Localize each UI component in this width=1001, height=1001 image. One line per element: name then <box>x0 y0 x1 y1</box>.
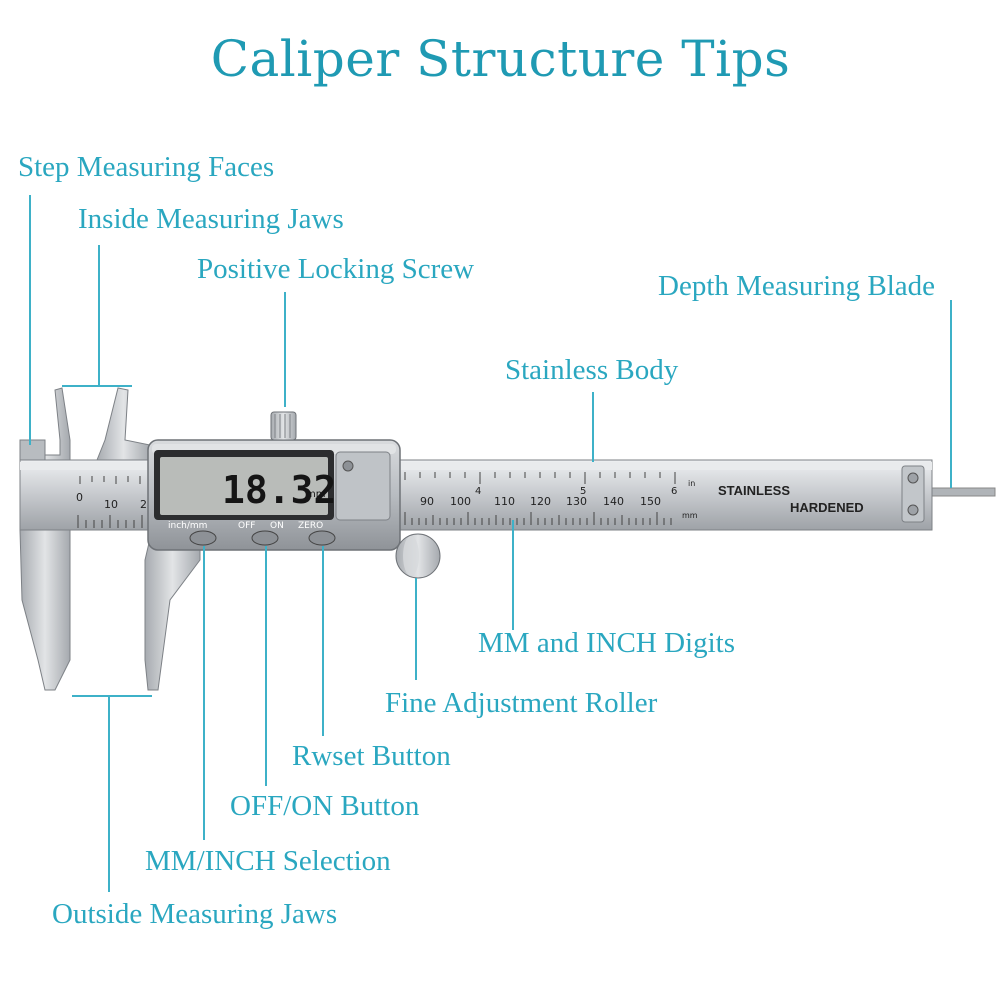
sliding-jaw-top <box>96 387 151 461</box>
scale-140: 140 <box>603 495 624 508</box>
leader-outside-jaws <box>108 695 110 892</box>
lcd-reading: 18.32 <box>222 468 336 512</box>
engraving-hardened: HARDENED <box>790 500 864 515</box>
leader-stainless-body <box>592 392 594 462</box>
scale-left-10: 10 <box>104 498 118 511</box>
legend-zero: ZERO <box>298 521 323 531</box>
label-outside-jaws: Outside Measuring Jaws <box>52 898 338 930</box>
label-mm-inch-digits: MM and INCH Digits <box>478 627 735 659</box>
scale-110: 110 <box>494 495 515 508</box>
depth-blade <box>924 487 996 497</box>
zero-button-shape <box>308 530 336 546</box>
label-depth-blade: Depth Measuring Blade <box>658 270 936 302</box>
leader-outside-jaws-bracket <box>72 695 152 697</box>
label-stainless-body: Stainless Body <box>505 354 679 386</box>
legend-on: ON <box>270 521 284 531</box>
scale-100: 100 <box>450 495 471 508</box>
scale-120: 120 <box>530 495 551 508</box>
lcd-unit: mm <box>306 489 325 500</box>
engraving-stainless: STAINLESS <box>718 483 790 498</box>
sliding-jaw-bottom <box>144 529 201 691</box>
scale-unit-in: in <box>688 479 695 488</box>
leader-fine-roller <box>415 578 417 680</box>
label-step-faces: Step Measuring Faces <box>18 151 275 183</box>
leader-depth-blade <box>950 300 952 488</box>
leader-reset-button <box>322 546 324 736</box>
inch-4: 4 <box>475 486 481 497</box>
scale-left-2: 2 <box>140 498 147 511</box>
leader-step-faces <box>29 195 31 445</box>
leader-mm-inch-digits <box>512 520 514 630</box>
leader-inside-jaws <box>98 245 100 385</box>
legend-inch-mm: inch/mm <box>168 521 207 531</box>
off-on-button-shape <box>251 530 279 546</box>
scale-150: 150 <box>640 495 661 508</box>
leader-inside-jaws-bracket <box>62 385 132 387</box>
leader-off-on-button <box>265 546 267 786</box>
scale-130: 130 <box>566 495 587 508</box>
scale-unit-mm: mm <box>682 511 698 520</box>
label-mm-inch-selection: MM/INCH Selection <box>145 845 391 877</box>
inch-5: 5 <box>580 486 586 497</box>
lcd-screen <box>160 457 328 515</box>
leader-locking-screw <box>284 292 286 407</box>
label-off-on-button: OFF/ON Button <box>230 790 420 822</box>
label-locking-screw: Positive Locking Screw <box>197 253 475 285</box>
scale-90: 90 <box>420 495 434 508</box>
legend-off: OFF <box>238 521 255 531</box>
label-fine-roller: Fine Adjustment Roller <box>385 687 658 719</box>
inch-6: 6 <box>671 486 677 497</box>
label-inside-jaws: Inside Measuring Jaws <box>78 203 344 235</box>
inch-mm-button-shape <box>189 530 217 546</box>
page-title: Caliper Structure Tips <box>210 30 791 88</box>
leader-mm-inch-selection <box>203 546 205 840</box>
label-reset-button: Rwset Button <box>292 740 451 772</box>
scale-left-0: 0 <box>76 491 83 504</box>
